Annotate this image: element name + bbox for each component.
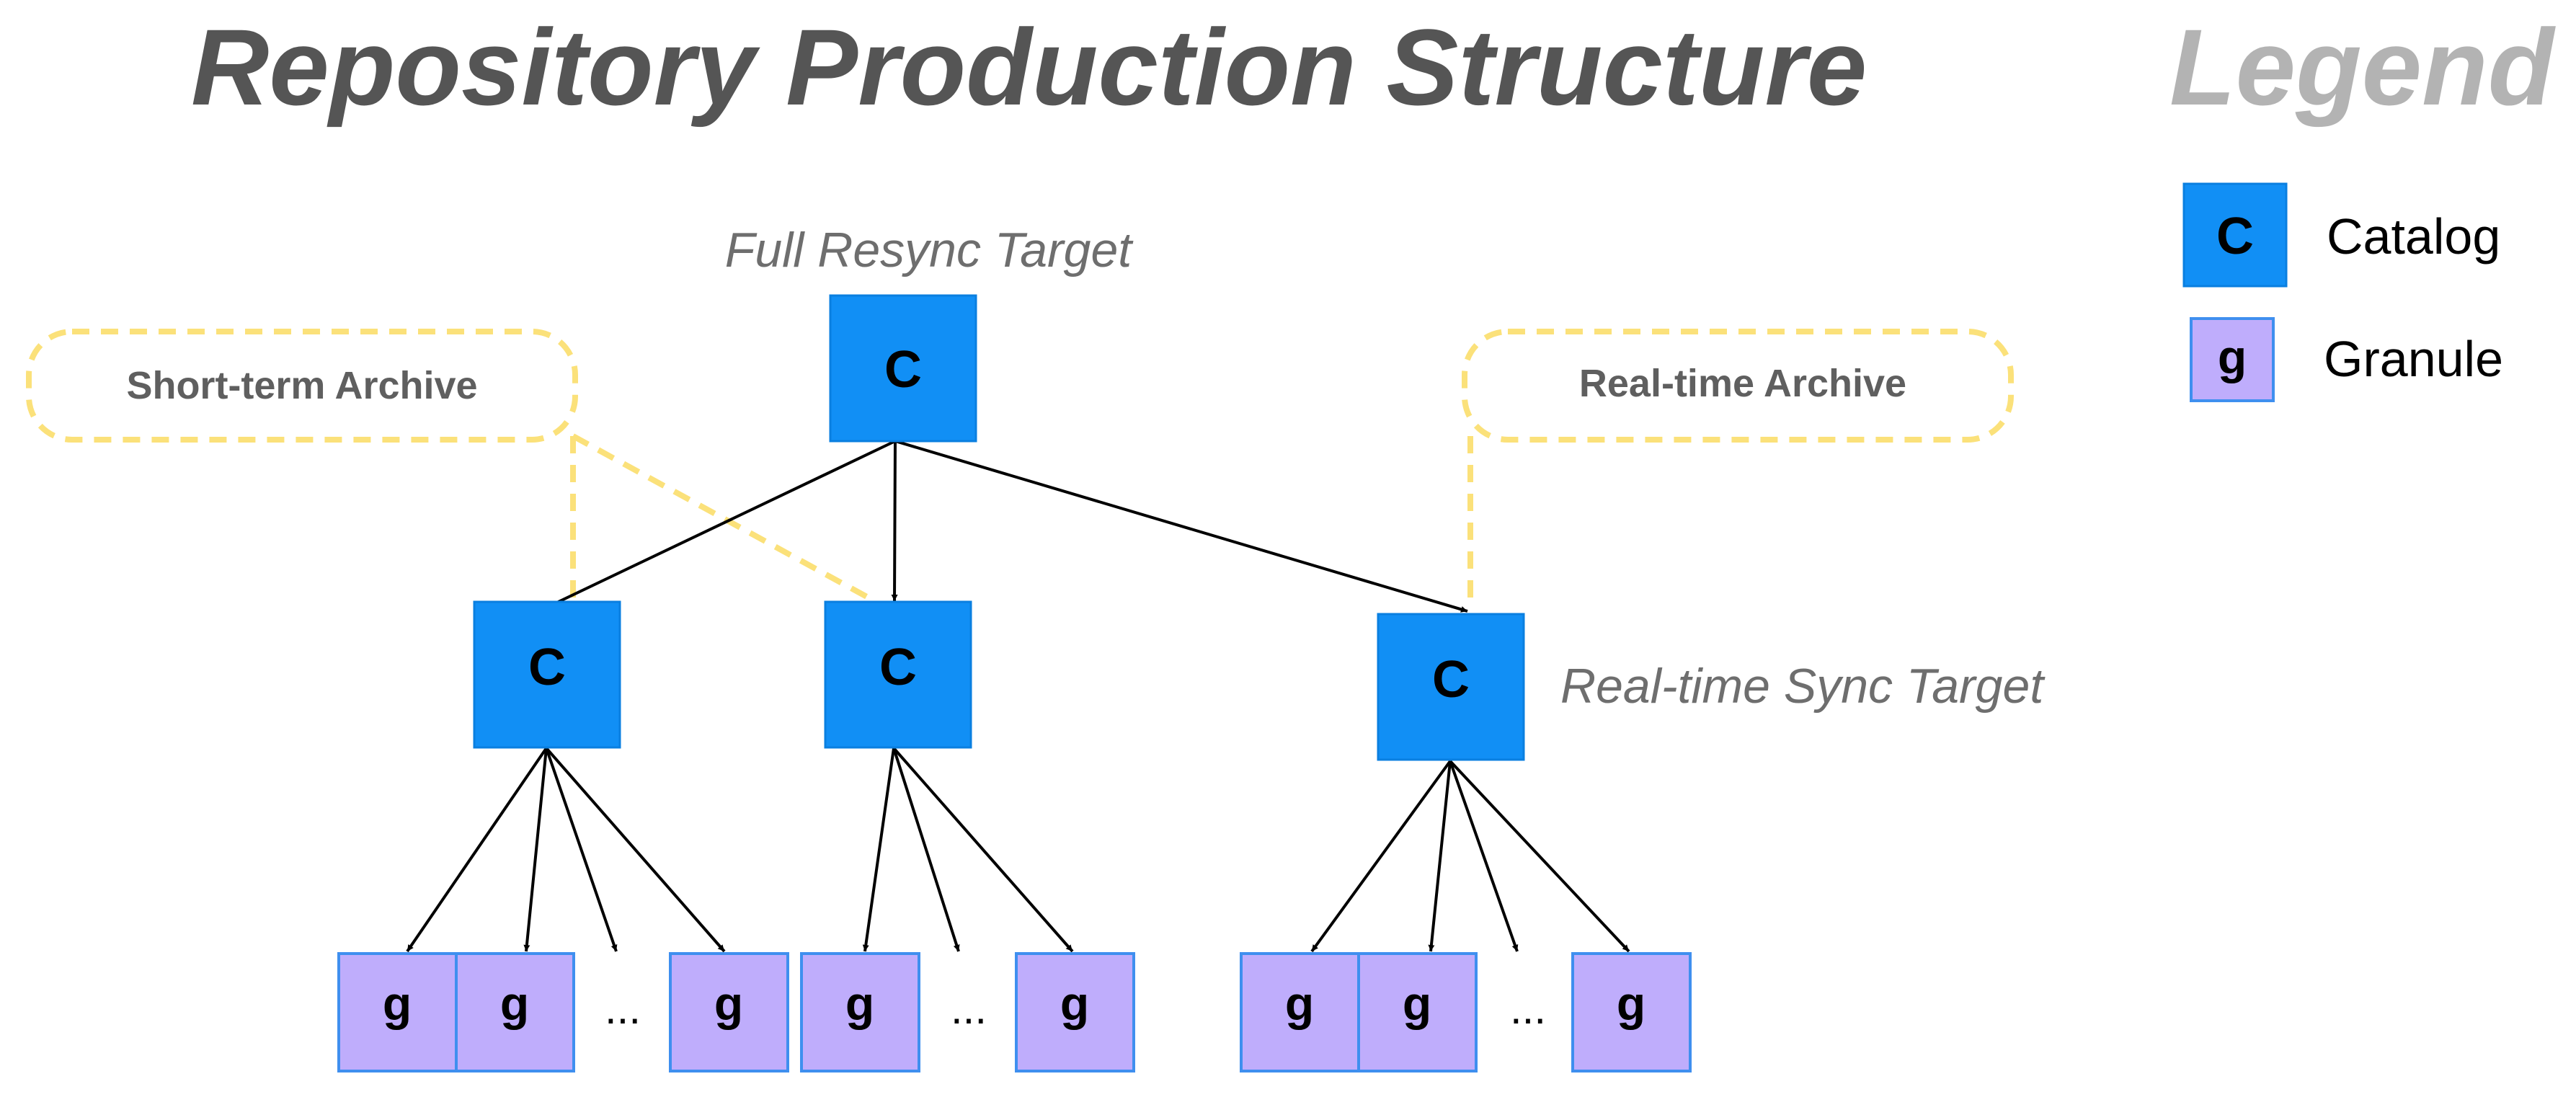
catalog-middle: C: [824, 600, 972, 749]
catalog-left-symbol: C: [528, 639, 566, 696]
page-title: Repository Production Structure: [191, 6, 1867, 128]
edge-left-to-granule-3: [545, 747, 726, 953]
edge-middle-to-granule-2: [892, 747, 1074, 953]
granule-edges: [406, 747, 1630, 953]
edge-root-to-catalog-middle: [891, 440, 898, 602]
granule: [800, 952, 920, 1072]
catalog-left-box: [473, 600, 621, 749]
ellipsis: ...: [605, 985, 641, 1033]
legend-granule-swatch: [2190, 317, 2275, 402]
edge-right-to-granule-1: [1310, 760, 1452, 953]
catalog-right-box: [1377, 613, 1525, 761]
edge-root-to-catalog-left: [547, 440, 896, 608]
edge-left-to-granule-1: [406, 747, 548, 953]
granule: [455, 952, 575, 1072]
realtime-archive-callout: Real-time Archive: [1462, 329, 2014, 605]
edge-right-to-ellipsis: [1449, 760, 1519, 952]
edge-left-to-granule-2: [523, 747, 548, 952]
edge-middle-to-ellipsis: [892, 747, 960, 952]
root-edges: [547, 440, 1468, 613]
legend: C Catalog g Granule: [2182, 182, 2503, 402]
edge-right-to-granule-3: [1449, 760, 1630, 953]
realtime-sync-target-label: Real-time Sync Target: [1560, 659, 2046, 714]
legend-catalog-label: Catalog: [2327, 208, 2500, 265]
catalog-root: C: [829, 294, 977, 443]
catalog-root-symbol: C: [884, 341, 922, 399]
granule: [1571, 952, 1692, 1072]
legend-title: Legend: [2169, 6, 2557, 128]
catalog-right: C: [1377, 613, 1525, 761]
legend-catalog-swatch: [2182, 182, 2288, 288]
granule-symbol: g: [1403, 977, 1431, 1030]
granule-symbol: g: [500, 977, 529, 1030]
edge-left-to-ellipsis: [545, 747, 618, 952]
granules-middle: g ... g: [800, 952, 1135, 1072]
short-term-archive-connector-middle: [572, 433, 874, 603]
legend-granule-label: Granule: [2324, 331, 2503, 387]
granule-symbol: g: [1060, 977, 1089, 1030]
granule-symbol: g: [1285, 977, 1314, 1030]
ellipsis: ...: [1510, 985, 1546, 1033]
full-resync-target-label: Full Resync Target: [725, 223, 1134, 277]
catalog-root-box: [829, 294, 977, 443]
edge-root-to-catalog-right: [894, 440, 1468, 613]
granule: [1015, 952, 1135, 1072]
granule-symbol: g: [845, 977, 874, 1030]
catalog-right-symbol: C: [1432, 651, 1470, 709]
short-term-archive-callout: Short-term Archive: [26, 329, 874, 603]
legend-granule-symbol: g: [2218, 330, 2247, 383]
catalog-left: C: [473, 600, 621, 749]
granules-right: g g ... g: [1240, 952, 1692, 1072]
ellipsis: ...: [951, 985, 987, 1033]
catalog-middle-box: [824, 600, 972, 749]
granule-symbol: g: [714, 977, 743, 1030]
granule-symbol: g: [383, 977, 412, 1030]
edge-middle-to-granule-1: [862, 747, 895, 952]
catalog-middle-symbol: C: [879, 639, 917, 696]
granule: [1240, 952, 1360, 1072]
short-term-archive-label: Short-term Archive: [126, 364, 477, 407]
realtime-archive-label: Real-time Archive: [1579, 362, 1906, 405]
legend-catalog-symbol: C: [2216, 208, 2254, 265]
edge-right-to-granule-2: [1428, 760, 1452, 952]
granule: [1357, 952, 1478, 1072]
short-term-archive-outline: [26, 329, 578, 443]
realtime-archive-outline: [1462, 329, 2014, 443]
granule-symbol: g: [1617, 977, 1645, 1030]
granules-left: g g ... g: [337, 952, 789, 1072]
granule: [337, 952, 458, 1072]
granule: [669, 952, 789, 1072]
